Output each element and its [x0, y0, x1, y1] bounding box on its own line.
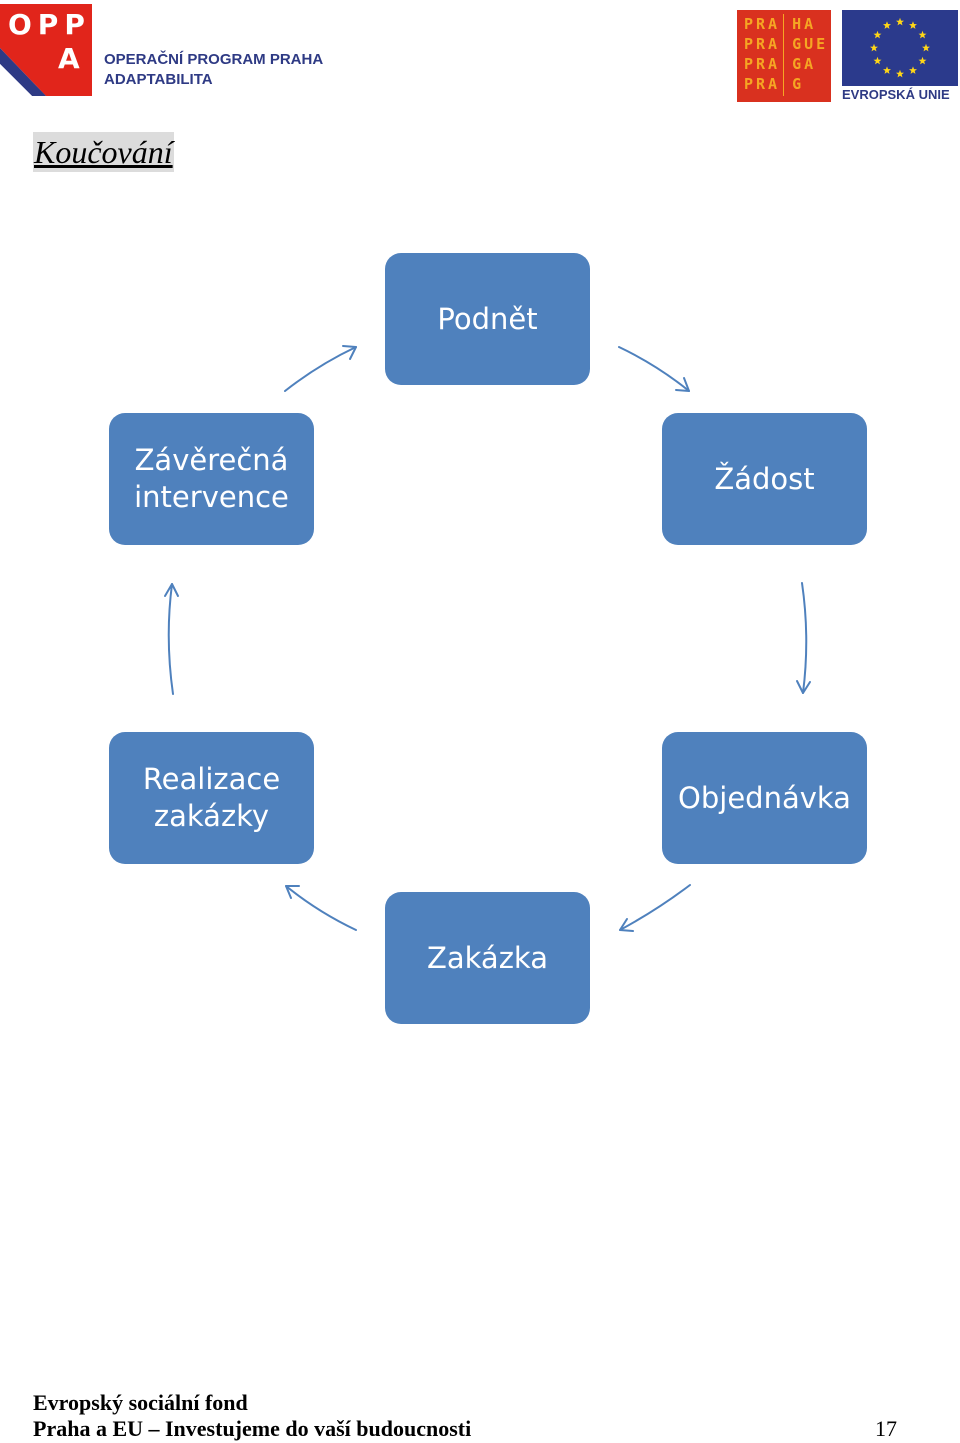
praha-row-4: PRA G [744, 75, 805, 93]
node-zadost: Žádost [662, 413, 867, 545]
eu-star-icon [896, 69, 904, 78]
eu-star-icon [873, 30, 882, 39]
praha-row-1: PRA HA [744, 15, 817, 33]
eu-star-icon [909, 21, 917, 29]
eu-star-icon [883, 66, 891, 74]
node-zakazka-label: Zakázka [427, 940, 548, 975]
oppa-letters-row2: A [58, 42, 86, 75]
node-zadost-label: Žádost [714, 461, 815, 496]
praha-logo-text: PRA HA PRA GUE PRA GA PRA G [744, 14, 828, 94]
oppa-name-line1: OPERAČNÍ PROGRAM PRAHA [104, 51, 324, 68]
oppa-letters-row1: OPP [8, 8, 91, 41]
oppa-letters: OPP A [8, 8, 91, 76]
node-objednavka: Objednávka [662, 732, 867, 864]
oppa-name-line2: ADAPTABILITA [104, 71, 213, 88]
node-objednavka-label: Objednávka [678, 780, 851, 815]
page-number: 17 [875, 1416, 897, 1441]
eu-flag-icon [842, 10, 958, 86]
node-realizace: Realizace zakázky [109, 732, 314, 864]
praha-logo-divider [783, 14, 784, 96]
praha-logo: PRA HA PRA GUE PRA GA PRA G [737, 10, 831, 102]
eu-star-icon [922, 43, 930, 52]
node-zaverecna-label: Závěrečná intervence [134, 443, 289, 514]
eu-star-icon [918, 30, 927, 39]
arrow-zadost-to-objednavka [796, 582, 811, 694]
eu-star-icon [896, 17, 904, 26]
arrow-realizace-to-zaverecna [164, 583, 179, 695]
section-heading: Koučování [33, 132, 174, 172]
oppa-logo: OPP A OPERAČNÍ PROGRAM PRAHA ADAPTABILIT… [0, 4, 330, 96]
eu-star-icon [918, 56, 927, 65]
node-zakazka: Zakázka [385, 892, 590, 1024]
eu-logo: EVROPSKÁ UNIE [842, 10, 958, 104]
arrow-zaverecna-to-podnet [284, 345, 357, 392]
eu-star-icon [883, 21, 891, 29]
node-podnet-label: Podnět [437, 301, 538, 336]
eu-label: EVROPSKÁ UNIE [842, 87, 950, 102]
arrow-podnet-to-zadost [618, 346, 690, 392]
eu-star-icon [870, 43, 878, 52]
oppa-logo-mark [0, 4, 92, 96]
arrow-objednavka-to-zakazka [619, 884, 691, 932]
eu-star-icon [873, 56, 882, 65]
eu-star-icon [909, 66, 917, 74]
footer-fund-name: Evropský sociální fond [33, 1390, 248, 1415]
praha-row-2: PRA GUE [744, 35, 829, 53]
node-realizace-label: Realizace zakázky [142, 762, 281, 833]
node-podnet: Podnět [385, 253, 590, 385]
oppa-program-name: OPERAČNÍ PROGRAM PRAHA ADAPTABILITA [104, 50, 323, 90]
arrow-zakazka-to-realizace [285, 885, 357, 931]
footer-slogan: Praha a EU – Investujeme do vaší budoucn… [33, 1416, 472, 1441]
node-zaverecna: Závěrečná intervence [109, 413, 314, 545]
praha-row-3: PRA GA [744, 55, 817, 73]
